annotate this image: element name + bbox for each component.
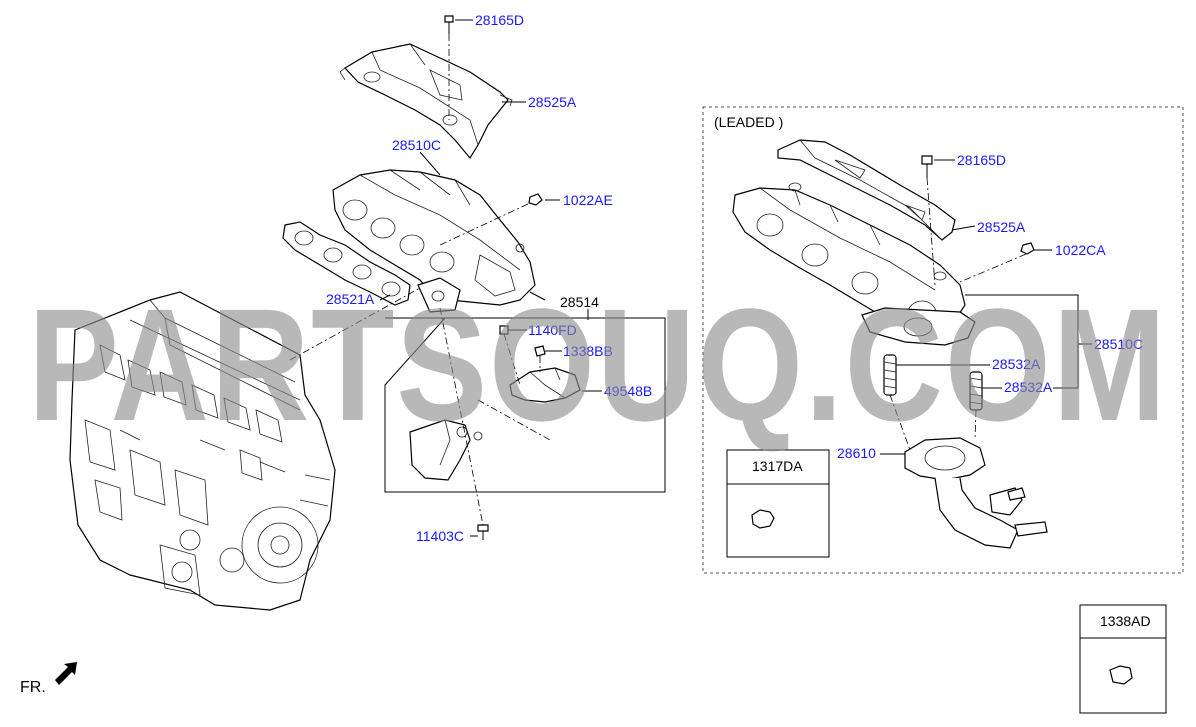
box-label-1317DA: 1317DA: [752, 458, 803, 474]
part-label-28165D[interactable]: 28165D: [475, 12, 524, 28]
part-label-28525A-leaded[interactable]: 28525A: [977, 219, 1026, 235]
stud-bolts-28532A: [883, 354, 983, 411]
part-label-28532A-lower[interactable]: 28532A: [1004, 379, 1053, 395]
part-label-28165D-leaded[interactable]: 28165D: [957, 152, 1006, 168]
part-label-11403C[interactable]: 11403C: [416, 528, 464, 544]
part-label-1338BB[interactable]: 1338BB: [563, 343, 613, 359]
exhaust-pipe-28610: [904, 437, 1048, 549]
part-label-28610[interactable]: 28610: [837, 445, 876, 461]
part-box-1317DA: [726, 449, 830, 558]
manifold-gasket-left: [282, 221, 411, 306]
front-arrow-icon: [55, 662, 77, 685]
watermark-text: PARTSOUQ.COM: [28, 275, 1168, 454]
front-direction-marker: FR.: [20, 662, 77, 696]
leader-lines-leaded: [880, 159, 1092, 455]
leaded-section-title: (LEADED ): [714, 114, 783, 130]
fasteners-leaded: [921, 155, 1035, 255]
engine-block-illustration: [69, 291, 336, 611]
part-label-1022AE[interactable]: 1022AE: [563, 192, 613, 208]
exhaust-manifold-left: [332, 169, 536, 313]
box-label-1338AD: 1338AD: [1100, 613, 1151, 629]
part-label-1022CA[interactable]: 1022CA: [1055, 242, 1106, 258]
part-label-28514: 28514: [560, 294, 599, 310]
part-label-28521A[interactable]: 28521A: [326, 291, 375, 307]
stay-bracket: [409, 419, 483, 481]
part-label-49548B[interactable]: 49548B: [604, 383, 652, 399]
fasteners-left: [444, 15, 546, 540]
leader-lines-left: [289, 19, 602, 537]
leaded-section-frame: [702, 106, 1184, 574]
group-box-28514: [384, 317, 666, 493]
heat-shield-left: [339, 43, 513, 160]
part-label-28510C[interactable]: 28510C: [392, 137, 441, 153]
part-label-28525A[interactable]: 28525A: [528, 94, 577, 110]
part-label-1140FD[interactable]: 1140FD: [528, 322, 577, 338]
heat-shield-leaded: [777, 139, 956, 241]
bracket-49548B: [509, 367, 581, 403]
flange-leaded: [861, 307, 976, 346]
part-box-1338AD: [1079, 604, 1167, 714]
front-label: FR.: [20, 679, 46, 696]
part-label-28532A-upper[interactable]: 28532A: [992, 356, 1041, 372]
part-label-28510C-leaded[interactable]: 28510C: [1094, 336, 1143, 352]
